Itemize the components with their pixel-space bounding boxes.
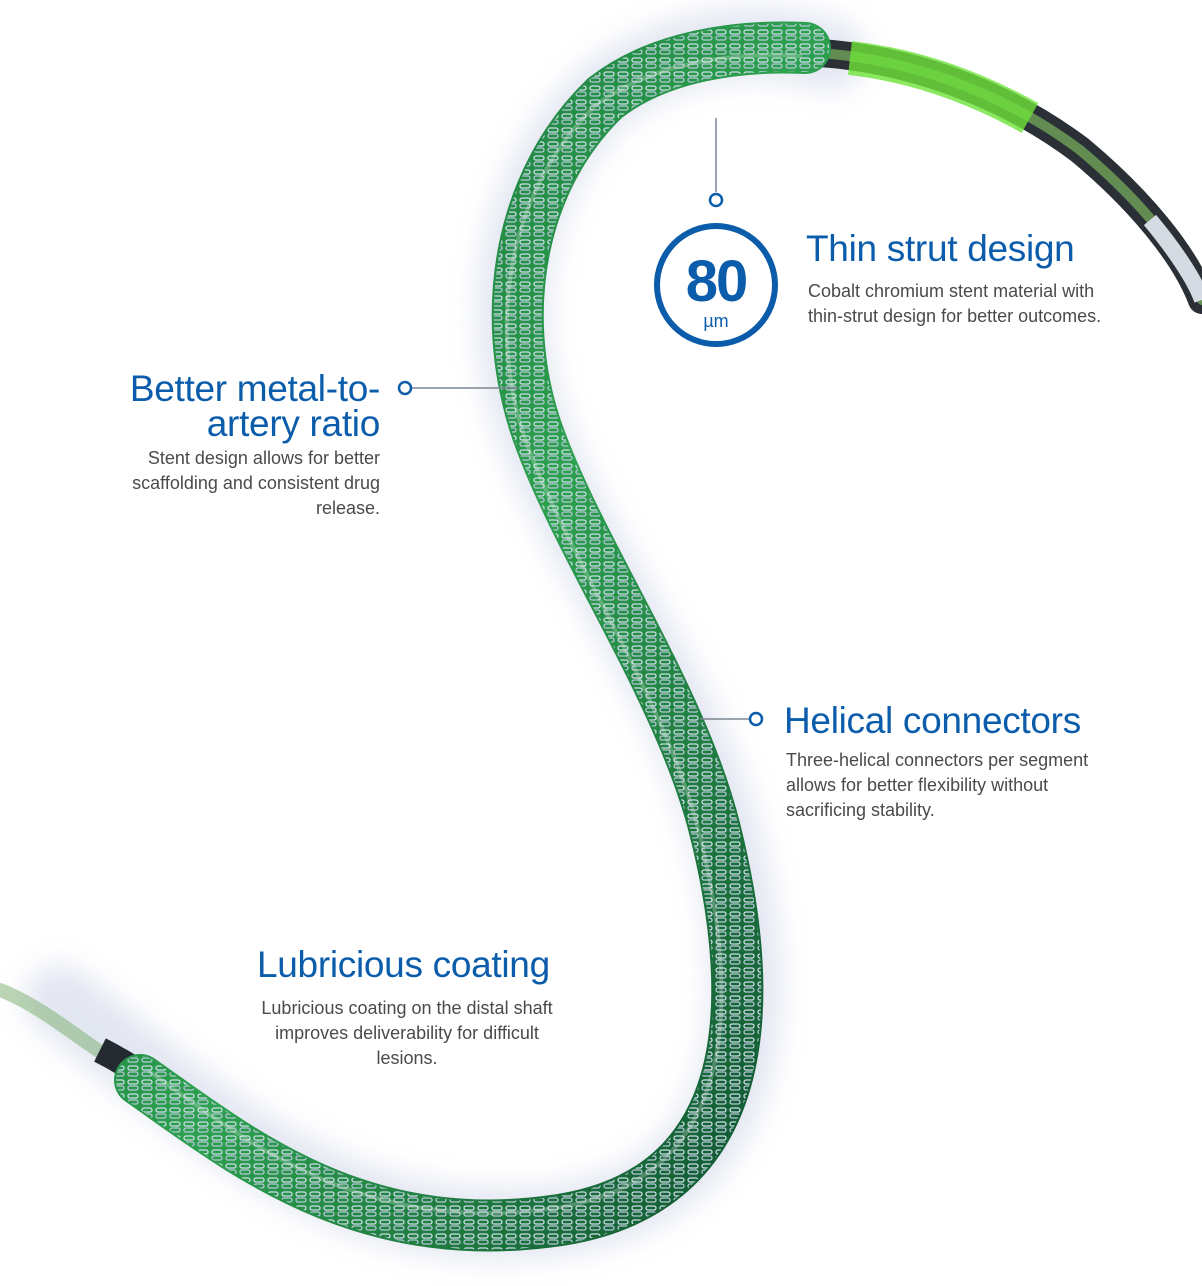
strut-thickness-unit: µm <box>703 311 729 331</box>
helical-description: Three-helical connectors per segment all… <box>786 750 1089 820</box>
thin-strut-title: Thin strut design <box>806 228 1075 269</box>
lubricious-title: Lubricious coating <box>257 944 550 985</box>
metal-ratio-title-line1: Better metal-to- <box>129 368 380 409</box>
helical-title: Helical connectors <box>784 700 1081 741</box>
callout-dot-icon <box>397 380 413 396</box>
thin-strut-description: Cobalt chromium stent material with thin… <box>808 281 1102 326</box>
metal-ratio-title-line2: artery ratio <box>206 403 381 444</box>
lubricious-description: Lubricious coating on the distal shaft i… <box>261 998 553 1068</box>
strut-thickness-value: 80 <box>685 249 749 314</box>
metal-ratio-description: Stent design allows for better scaffoldi… <box>132 448 380 518</box>
measurement-badge-icon <box>654 223 778 347</box>
callout-dot-icon <box>708 192 724 208</box>
callout-dot-icon <box>748 711 764 727</box>
